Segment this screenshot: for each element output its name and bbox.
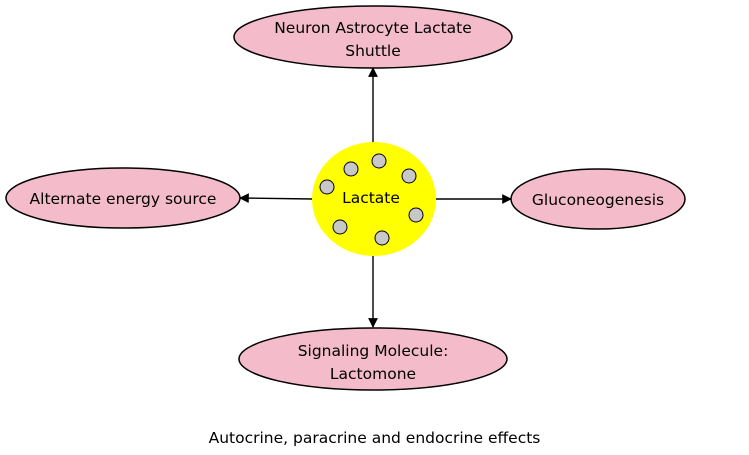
node-right-shape (510, 168, 686, 230)
lactate-particle (374, 230, 390, 246)
diagram-caption: Autocrine, paracrine and endocrine effec… (208, 429, 541, 447)
node-left-shape (5, 167, 241, 229)
center-lactate-node: Lactate (312, 142, 436, 256)
node-right-label: Gluconeogenesis (532, 191, 664, 209)
center-lactate-label: Lactate (342, 189, 400, 207)
node-signaling-molecule-lactomone: Signaling Molecule: Lactomone (238, 327, 508, 391)
node-bottom-shape (238, 327, 508, 391)
node-bottom-label-line1: Signaling Molecule: (298, 342, 449, 360)
lactate-particle (319, 179, 335, 195)
lactate-particle (401, 168, 417, 184)
node-top-label-line2: Shuttle (345, 42, 400, 60)
lactate-particle (343, 161, 359, 177)
node-gluconeogenesis: Gluconeogenesis (510, 168, 686, 230)
node-top-shape (233, 5, 513, 69)
node-left-label: Alternate energy source (30, 190, 217, 208)
node-bottom-label-line2: Lactomone (330, 365, 416, 383)
node-neuron-astrocyte-lactate-shuttle: Neuron Astrocyte Lactate Shuttle (233, 5, 513, 69)
lactate-particle (332, 219, 348, 235)
lactate-particle (371, 153, 387, 169)
lactate-particle (408, 207, 424, 223)
arrow-to-left (239, 193, 314, 204)
node-top-label-line1: Neuron Astrocyte Lactate (274, 19, 472, 37)
node-alternate-energy-source: Alternate energy source (5, 167, 241, 229)
